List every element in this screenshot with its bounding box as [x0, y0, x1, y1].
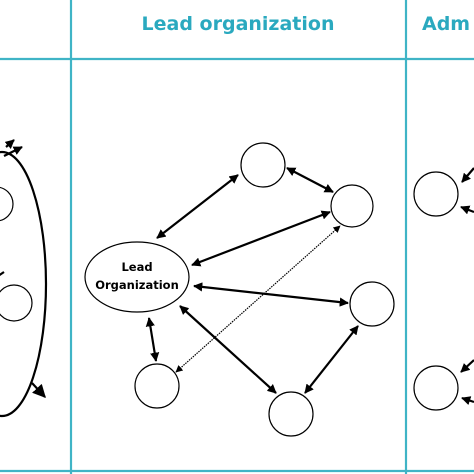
right-arrow-lower-b: [461, 396, 474, 406]
lead-node-label-line2: Organization: [95, 278, 179, 292]
member-node-right: [349, 281, 395, 327]
lead-organization-network: Lead Organization: [84, 142, 395, 437]
left-arrow-top-b: [4, 139, 15, 149]
right-arrow-upper-b: [460, 205, 474, 215]
lead-node-label-line1: Lead: [121, 260, 152, 274]
network-boundary-ellipse: [0, 150, 48, 418]
left-arrow-mid: [0, 271, 5, 276]
edge-lead-to-bottom-right: [179, 305, 277, 394]
left-node-lower: [0, 284, 33, 322]
right-node-lower: [413, 365, 459, 411]
edge-lead-to-right: [193, 282, 349, 307]
right-arrow-lower-a: [460, 359, 474, 373]
right-panel: [413, 167, 474, 411]
edge-lead-to-upper-right: [191, 210, 331, 267]
edge-lead-to-top: [156, 174, 239, 239]
right-node-upper: [413, 171, 459, 217]
right-arrow-upper-a: [461, 167, 474, 183]
header-lead-organization: Lead organization: [142, 13, 335, 35]
edge-top-to-upper-right: [286, 167, 334, 193]
lead-organization-node: [84, 241, 190, 313]
member-node-upper-right: [330, 184, 374, 228]
left-panel: [0, 139, 48, 418]
edge-right-to-bottom-right: [304, 325, 359, 394]
edge-lead-to-bottom-left: [145, 317, 160, 362]
left-arrow-top: [3, 146, 23, 157]
edge-bottom-left-to-upper-right: [175, 225, 341, 373]
left-node-upper: [0, 186, 14, 222]
header-administrative: Adm: [422, 13, 470, 35]
left-arrow-bottom: [31, 382, 46, 398]
member-node-top: [240, 142, 286, 188]
member-node-bottom-right: [268, 391, 314, 437]
member-node-bottom-left: [134, 363, 180, 409]
